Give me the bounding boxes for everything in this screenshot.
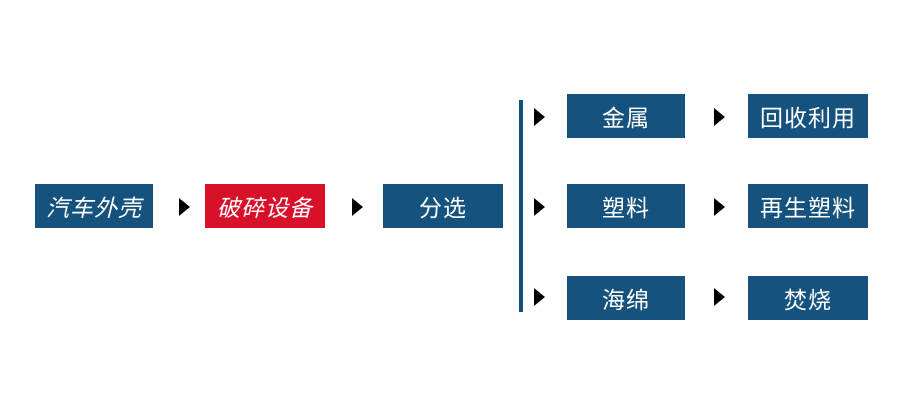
node-recycling-label: 回收利用 xyxy=(760,105,856,131)
node-sponge-label: 海绵 xyxy=(602,287,650,313)
branch-arrow-icon xyxy=(523,198,545,216)
flow-arrow-icon xyxy=(703,198,725,216)
node-recycled-plastic-label: 再生塑料 xyxy=(760,195,856,221)
node-plastic: 塑料 xyxy=(567,184,685,228)
node-metal: 金属 xyxy=(567,94,685,138)
node-sorting-label: 分选 xyxy=(419,195,467,221)
branch-arrow-icon xyxy=(523,108,545,126)
node-sponge: 海绵 xyxy=(567,276,685,320)
node-crushing-equipment: 破碎设备 xyxy=(205,184,325,228)
branch-arrow-icon xyxy=(523,288,545,306)
flow-arrow-icon xyxy=(703,288,725,306)
node-crushing-equipment-label: 破碎设备 xyxy=(217,195,313,221)
node-incineration: 焚烧 xyxy=(748,276,868,320)
branch-connector-line xyxy=(519,100,523,312)
node-car-shell: 汽车外壳 xyxy=(35,184,153,228)
node-recycling: 回收利用 xyxy=(748,94,868,138)
node-metal-label: 金属 xyxy=(602,105,650,131)
node-incineration-label: 焚烧 xyxy=(784,287,832,313)
flow-arrow-icon xyxy=(703,108,725,126)
node-sorting: 分选 xyxy=(383,184,503,228)
flow-arrow-icon xyxy=(341,198,363,216)
node-plastic-label: 塑料 xyxy=(602,195,650,221)
node-recycled-plastic: 再生塑料 xyxy=(748,184,868,228)
flow-arrow-icon xyxy=(168,198,190,216)
node-car-shell-label: 汽车外壳 xyxy=(46,195,142,221)
